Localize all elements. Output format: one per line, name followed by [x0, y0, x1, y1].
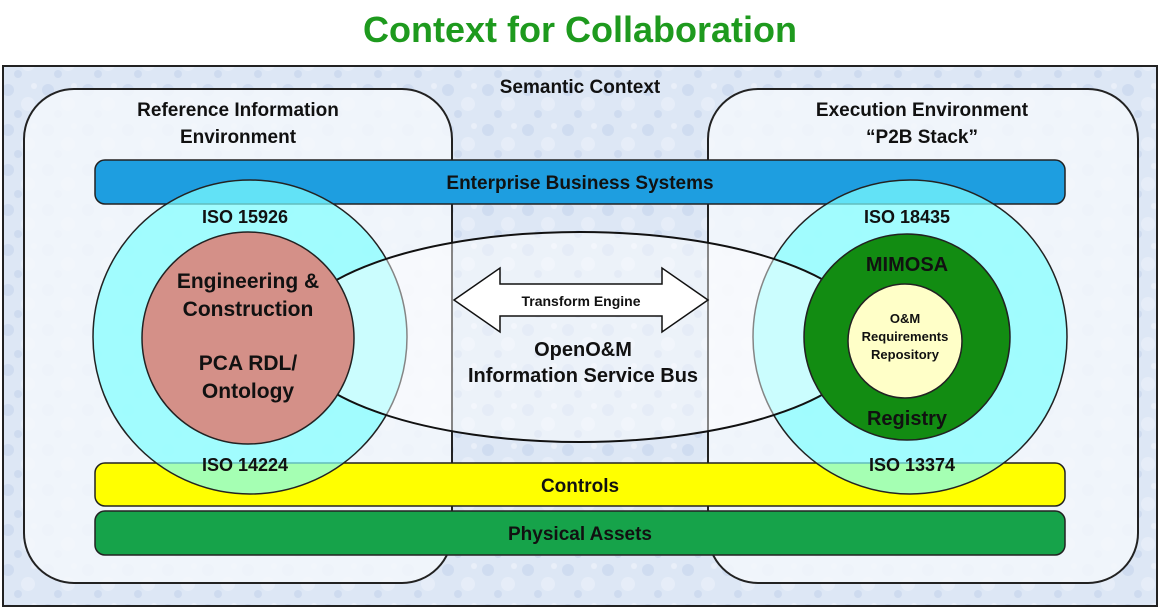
service-bus-ellipse	[289, 231, 871, 443]
reference-env-title-line1: Reference Information	[137, 100, 339, 121]
openom-label: OpenO&M	[534, 339, 632, 361]
execution-env-title-line1: Execution Environment	[816, 100, 1029, 121]
semantic-context-label: Semantic Context	[500, 77, 661, 98]
iso-13374-label: ISO 13374	[869, 455, 955, 475]
om-repository-core	[847, 283, 963, 399]
physical-assets-label: Physical Assets	[508, 524, 652, 545]
controls-band	[94, 462, 1066, 507]
execution-env-title-line2: “P2B Stack”	[866, 127, 978, 148]
core-label-line3: Repository	[871, 347, 940, 362]
mimosa-label: MIMOSA	[866, 254, 948, 276]
service-bus-label: Information Service Bus	[468, 365, 698, 387]
engineering-label-line2: Construction	[183, 298, 314, 321]
controls-band-label: Controls	[541, 476, 619, 497]
pca-rdl-label-line2: Ontology	[202, 380, 294, 403]
engineering-construction-circle	[141, 231, 355, 445]
core-label-line1: O&M	[890, 311, 920, 326]
enterprise-band-label: Enterprise Business Systems	[446, 173, 713, 194]
engineering-label-line1: Engineering &	[177, 270, 319, 293]
transform-engine-arrow	[452, 266, 710, 334]
transform-engine-label: Transform Engine	[521, 293, 640, 309]
physical-assets-band	[94, 510, 1066, 556]
enterprise-band	[94, 159, 1066, 205]
core-label-line2: Requirements	[862, 329, 949, 344]
iso-14224-label: ISO 14224	[202, 455, 288, 475]
pca-rdl-label-line1: PCA RDL/	[199, 352, 298, 375]
iso-15926-label: ISO 15926	[202, 207, 288, 227]
reference-env-title-line2: Environment	[180, 127, 297, 148]
iso-18435-label: ISO 18435	[864, 207, 950, 227]
page-title: Context for Collaboration	[363, 9, 797, 50]
registry-label: Registry	[867, 408, 948, 430]
